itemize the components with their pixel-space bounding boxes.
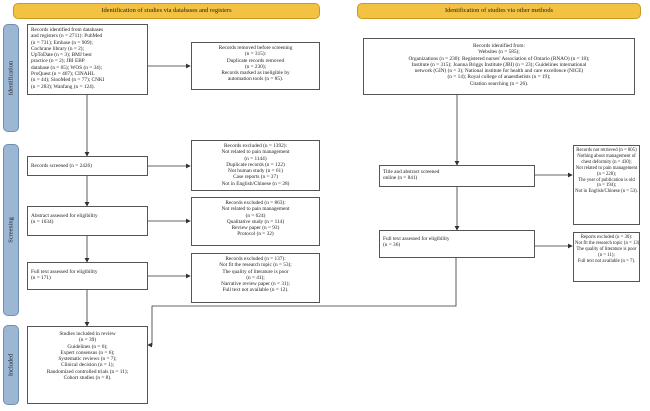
studies-included-box: Studies included in review (n = 39) Guid… bbox=[27, 326, 148, 404]
fulltext-assessed-right-box: Full text assessed for eligibility (n = … bbox=[379, 230, 535, 258]
title-abstract-screened-box: Title and abstract screened online (n = … bbox=[379, 165, 535, 187]
records-not-retrieved-box: Records not retrieved (n = 805) Nothing … bbox=[573, 145, 640, 225]
records-excluded-2-box: Records excluded (n = 863): Not related … bbox=[191, 197, 320, 246]
included-stage-label: Included bbox=[3, 325, 19, 405]
removed-before-screening-box: Records removed before screening (n = 31… bbox=[191, 42, 320, 90]
fulltext-assessed-left-box: Full text assessed for eligibility (n = … bbox=[27, 262, 148, 290]
records-identified-box: Records identified from databases and re… bbox=[27, 24, 148, 95]
other-methods-records-box: Records identified from: Websites (n = 5… bbox=[363, 38, 635, 95]
abstract-assessed-box: Abstract assessed for eligibility (n = 1… bbox=[27, 206, 148, 236]
screening-stage-label: Screening bbox=[3, 144, 19, 316]
identification-stage-label: Identification bbox=[3, 24, 19, 132]
records-excluded-3-box: Records excluded (n = 137): Not fit the … bbox=[191, 253, 320, 303]
reports-excluded-right-box: Reports excluded (n = 30): Not fit the r… bbox=[573, 232, 640, 282]
records-screened-box: Records screened (n = 2426) bbox=[27, 156, 148, 176]
records-excluded-1-box: Records excluded (n = 1392): Not related… bbox=[191, 140, 320, 191]
right-section-header: Identification of studies via other meth… bbox=[357, 3, 641, 19]
left-section-header: Identification of studies via databases … bbox=[13, 3, 320, 19]
